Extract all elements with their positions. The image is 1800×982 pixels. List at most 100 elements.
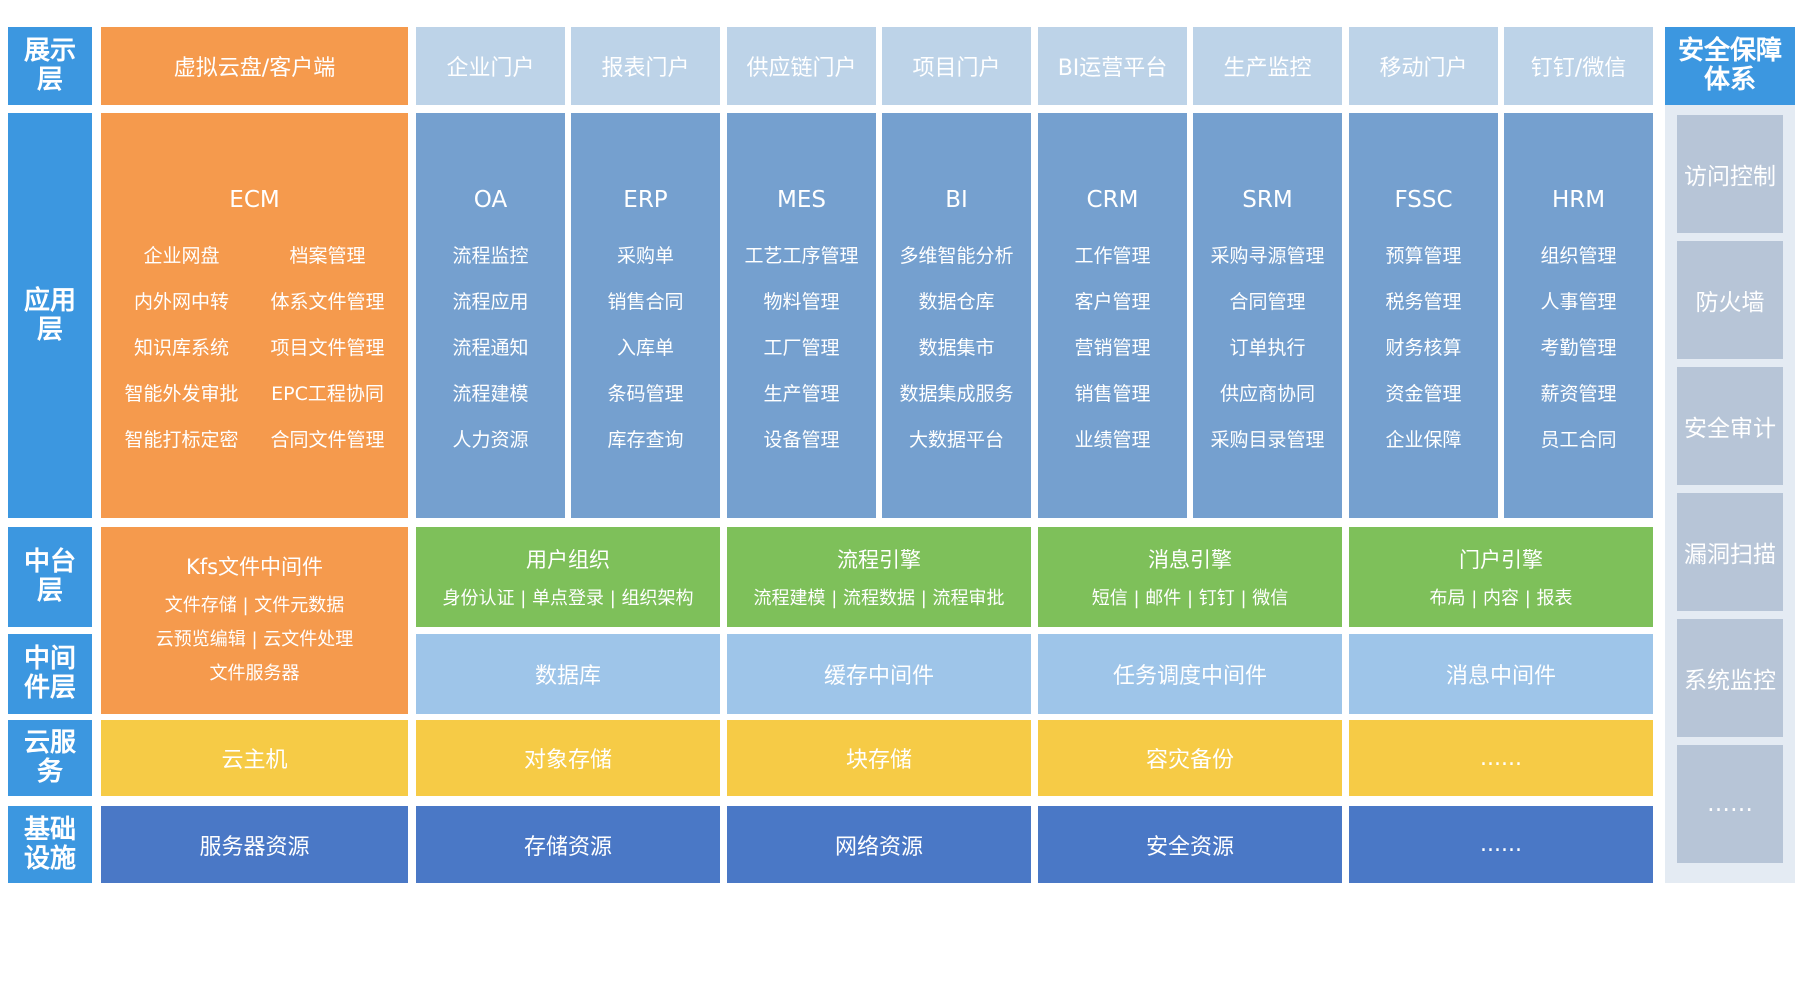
- layer-label-line: 层: [36, 314, 63, 345]
- display-virtual-cloud-disk: 虚拟云盘/客户端: [101, 27, 408, 105]
- kfs-title: Kfs文件中间件: [185, 554, 324, 579]
- app-hrm: HRM 组织管理 人事管理 考勤管理 薪资管理 员工合同: [1504, 113, 1653, 518]
- app-item: 预算管理: [1385, 245, 1462, 267]
- app-item: 流程监控: [452, 245, 529, 267]
- layer-label-line: 务: [36, 757, 63, 787]
- app-mes: MES 工艺工序管理 物料管理 工厂管理 生产管理 设备管理: [727, 113, 876, 518]
- security-title: 安全保障 体系: [1665, 27, 1795, 105]
- app-item: 员工合同: [1540, 429, 1617, 451]
- app-crm: CRM 工作管理 客户管理 营销管理 销售管理 业绩管理: [1038, 113, 1187, 518]
- app-title: OA: [473, 187, 508, 213]
- engine-sub: 布局 | 内容 | 报表: [1429, 588, 1573, 609]
- middleware-task-scheduler: 任务调度中间件: [1038, 634, 1342, 714]
- display-project-portal: 项目门户: [882, 27, 1031, 105]
- infra-security-resources: 安全资源: [1038, 806, 1342, 883]
- security-title-line: 体系: [1703, 65, 1756, 95]
- app-ecm-item: 档案管理: [289, 245, 366, 267]
- app-item: 人事管理: [1540, 291, 1617, 313]
- kfs-line: 云预览编辑 | 云文件处理: [155, 628, 354, 650]
- infra-more: ......: [1349, 806, 1653, 883]
- app-item: 工作管理: [1074, 245, 1151, 267]
- app-item: 供应商协同: [1219, 383, 1315, 405]
- app-item: 条码管理: [607, 383, 684, 405]
- layer-label-line: 设施: [23, 843, 76, 874]
- engine-message: 消息引擎 短信 | 邮件 | 钉钉 | 微信: [1038, 527, 1342, 627]
- layer-label-line: 中间: [23, 644, 76, 674]
- cloud-block-storage: 块存储: [727, 720, 1031, 796]
- app-ecm-item: EPC工程协同: [271, 383, 384, 405]
- app-item: 财务核算: [1385, 337, 1462, 359]
- app-srm: SRM 采购寻源管理 合同管理 订单执行 供应商协同 采购目录管理: [1193, 113, 1342, 518]
- middleware-message: 消息中间件: [1349, 634, 1653, 714]
- app-item: 多维智能分析: [899, 245, 1014, 267]
- app-item: 采购单: [616, 245, 674, 267]
- app-item: 销售管理: [1074, 383, 1151, 405]
- app-item: 人力资源: [452, 429, 529, 451]
- app-erp: ERP 采购单 销售合同 入库单 条码管理 库存查询: [571, 113, 720, 518]
- cloud-host: 云主机: [101, 720, 408, 796]
- kfs-file-middleware: Kfs文件中间件 文件存储 | 文件元数据 云预览编辑 | 云文件处理 文件服务…: [101, 527, 408, 714]
- layer-label-line: 云服: [23, 728, 76, 758]
- cloud-object-storage: 对象存储: [416, 720, 720, 796]
- app-item: 设备管理: [763, 429, 840, 451]
- app-ecm-title: ECM: [229, 187, 280, 213]
- app-item: 订单执行: [1229, 337, 1306, 359]
- app-item: 采购寻源管理: [1210, 245, 1325, 267]
- layer-label-line: 件层: [23, 673, 76, 703]
- app-item: 流程通知: [452, 337, 529, 359]
- app-item: 数据仓库: [918, 291, 995, 313]
- display-mobile-portal: 移动门户: [1349, 27, 1498, 105]
- app-item: 数据集成服务: [899, 383, 1014, 405]
- middleware-database: 数据库: [416, 634, 720, 714]
- app-item: 客户管理: [1074, 291, 1151, 313]
- engine-title: 用户组织: [526, 548, 610, 572]
- app-ecm-items: 企业网盘 档案管理 内外网中转 体系文件管理 知识库系统 项目文件管理 智能外发…: [109, 233, 401, 463]
- security-more: ……: [1677, 745, 1783, 863]
- app-item: 企业保障: [1385, 429, 1462, 451]
- infra-storage-resources: 存储资源: [416, 806, 720, 883]
- layer-label-line: 基础: [23, 814, 76, 845]
- layer-label-middle-platform: 中台 层: [8, 527, 92, 627]
- engine-sub: 身份认证 | 单点登录 | 组织架构: [442, 588, 694, 609]
- engine-sub: 流程建模 | 流程数据 | 流程审批: [753, 588, 1005, 609]
- display-dingtalk-wechat: 钉钉/微信: [1504, 27, 1653, 105]
- app-ecm-item: 体系文件管理: [270, 291, 385, 313]
- infra-network-resources: 网络资源: [727, 806, 1031, 883]
- app-ecm-item: 内外网中转: [133, 291, 229, 313]
- app-item: 入库单: [616, 337, 674, 359]
- app-item: 库存查询: [607, 429, 684, 451]
- app-item: 薪资管理: [1540, 383, 1617, 405]
- app-ecm-item: 合同文件管理: [270, 429, 385, 451]
- layer-label-line: 层: [36, 576, 63, 606]
- app-ecm-item: 智能外发审批: [124, 383, 239, 405]
- infra-server-resources: 服务器资源: [101, 806, 408, 883]
- layer-label-infrastructure: 基础 设施: [8, 806, 92, 883]
- app-item: 资金管理: [1385, 383, 1462, 405]
- display-supply-chain-portal: 供应链门户: [727, 27, 876, 105]
- layer-label-middleware: 中间 件层: [8, 634, 92, 714]
- display-enterprise-portal: 企业门户: [416, 27, 565, 105]
- security-title-line: 安全保障: [1677, 36, 1782, 66]
- app-fssc: FSSC 预算管理 税务管理 财务核算 资金管理 企业保障: [1349, 113, 1498, 518]
- app-item: 考勤管理: [1540, 337, 1617, 359]
- layer-label-cloud: 云服 务: [8, 720, 92, 796]
- kfs-line: 文件存储 | 文件元数据: [164, 594, 345, 616]
- app-ecm-item: 知识库系统: [133, 337, 229, 359]
- app-item: 合同管理: [1229, 291, 1306, 313]
- app-item: 数据集市: [918, 337, 995, 359]
- security-access-control: 访问控制: [1677, 115, 1783, 233]
- security-audit: 安全审计: [1677, 367, 1783, 485]
- cloud-more: ......: [1349, 720, 1653, 796]
- app-ecm-item: 智能打标定密: [124, 429, 239, 451]
- app-item: 流程应用: [452, 291, 529, 313]
- kfs-line: 文件服务器: [209, 662, 300, 684]
- layer-label-line: 中台: [23, 547, 76, 577]
- app-item: 营销管理: [1074, 337, 1151, 359]
- display-production-monitor: 生产监控: [1193, 27, 1342, 105]
- display-bi-platform: BI运营平台: [1038, 27, 1187, 105]
- app-item: 工厂管理: [763, 337, 840, 359]
- cloud-disaster-backup: 容灾备份: [1038, 720, 1342, 796]
- engine-title: 消息引擎: [1148, 548, 1232, 572]
- engine-sub: 短信 | 邮件 | 钉钉 | 微信: [1091, 588, 1289, 609]
- security-vulnerability-scan: 漏洞扫描: [1677, 493, 1783, 611]
